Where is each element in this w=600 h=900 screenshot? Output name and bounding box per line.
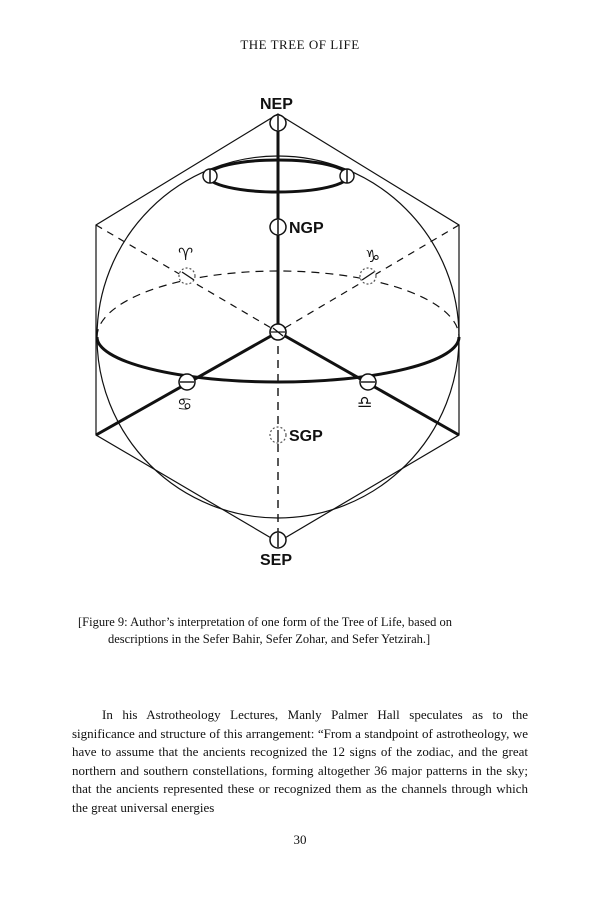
capricorn-symbol: ♑ xyxy=(365,247,380,267)
nep-label: NEP xyxy=(260,96,293,113)
libra-symbol: ♎ xyxy=(357,393,372,413)
page-number: 30 xyxy=(293,832,307,847)
caption-line-2: descriptions in the Sefer Bahir, Sefer Z… xyxy=(108,632,431,646)
aries-symbol: ♈ xyxy=(178,245,193,265)
figure-caption: [Figure 9: Author’s interpretation of on… xyxy=(78,614,522,648)
ngp-label: NGP xyxy=(289,220,324,237)
equator-back-dashed xyxy=(96,270,460,338)
running-head: THE TREE OF LIFE xyxy=(240,37,360,52)
tree-of-life-figure: NEP NGP ♈ ♑ ♋ xyxy=(70,92,530,582)
sgp-label: SGP xyxy=(289,428,323,445)
caption-line-1: [Figure 9: Author’s interpretation of on… xyxy=(78,615,452,629)
sep-label: SEP xyxy=(260,552,292,569)
cancer-symbol: ♋ xyxy=(177,395,192,415)
body-text: In his Astrotheology Lectures, Manly Pal… xyxy=(72,706,528,817)
equator-front xyxy=(95,336,461,384)
body-paragraph: In his Astrotheology Lectures, Manly Pal… xyxy=(72,707,528,815)
tree-of-life-diagram: NEP NGP ♈ ♑ ♋ xyxy=(95,96,461,569)
